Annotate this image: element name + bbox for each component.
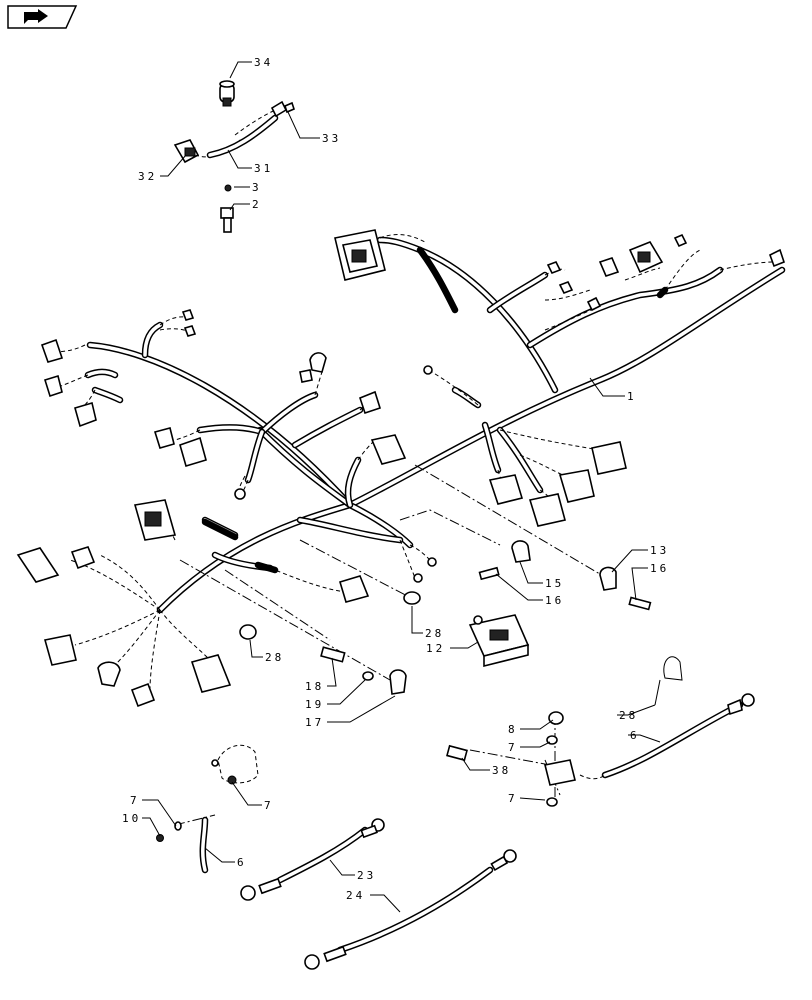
- tie-28-right[interactable]: [654, 656, 683, 706]
- fuse-holder-34[interactable]: [219, 80, 235, 107]
- hardware: [156, 246, 755, 970]
- callout-33[interactable]: 33: [322, 132, 341, 145]
- sub-harness-31: [173, 80, 295, 233]
- bolt-18[interactable]: [320, 646, 407, 695]
- terminal-right-end[interactable]: [546, 233, 785, 312]
- callout-24[interactable]: 24: [346, 889, 365, 902]
- callout-6-left[interactable]: 6: [237, 856, 247, 869]
- callout-34[interactable]: 34: [254, 56, 273, 69]
- callout-38[interactable]: 38: [492, 764, 511, 777]
- wire-sleeves: [201, 246, 459, 574]
- harness-connectors: [16, 229, 785, 708]
- switch-2[interactable]: [220, 207, 234, 233]
- main-harness: [84, 236, 786, 614]
- callout-3[interactable]: 3: [252, 181, 262, 194]
- tie-28-center[interactable]: [239, 591, 421, 640]
- callout-2[interactable]: 2: [252, 198, 262, 211]
- callout-18[interactable]: 18: [305, 680, 324, 693]
- callout-7-left[interactable]: 7: [130, 794, 140, 807]
- harness-6-right[interactable]: [446, 693, 755, 807]
- callout-1[interactable]: 1: [627, 390, 637, 403]
- large-connector-left[interactable]: [133, 499, 177, 541]
- callout-17[interactable]: 17: [305, 716, 324, 729]
- washer-3[interactable]: [224, 184, 232, 192]
- callout-13[interactable]: 13: [650, 544, 669, 557]
- callout-8[interactable]: 8: [508, 723, 518, 736]
- large-connector-top[interactable]: [334, 229, 386, 281]
- connector-lower-left-group[interactable]: [16, 546, 370, 708]
- terminal-33[interactable]: [270, 100, 295, 118]
- callout-28-left[interactable]: 28: [265, 651, 284, 664]
- assembly-lines: [174, 464, 611, 826]
- callout-31[interactable]: 31: [254, 162, 273, 175]
- callout-19[interactable]: 19: [305, 698, 324, 711]
- switch-12[interactable]: [468, 614, 530, 668]
- callout-28-center[interactable]: 28: [425, 627, 444, 640]
- battery-cable-24[interactable]: [304, 849, 517, 970]
- callout-32[interactable]: 32: [138, 170, 157, 183]
- callout-7-upper[interactable]: 7: [508, 741, 518, 754]
- connector-right-group[interactable]: [488, 441, 627, 527]
- connector-left-group[interactable]: [40, 309, 197, 428]
- return-arrow-icon[interactable]: [6, 4, 78, 30]
- callout-labels: 34 33 32 31 3 2 1 13 16 15 16 12 28 28 2…: [122, 56, 669, 902]
- callout-6-right[interactable]: 6: [630, 729, 640, 742]
- relay-connector[interactable]: [598, 241, 664, 277]
- clip-13[interactable]: [599, 566, 652, 611]
- callout-28-right[interactable]: 28: [619, 709, 638, 722]
- clip-15[interactable]: [478, 540, 531, 581]
- callout-15[interactable]: 15: [545, 577, 564, 590]
- callout-7-lower[interactable]: 7: [508, 792, 518, 805]
- callout-10[interactable]: 10: [122, 812, 141, 825]
- callout-16[interactable]: 16: [650, 562, 669, 575]
- callout-16-lower[interactable]: 16: [545, 594, 564, 607]
- ground-strap-6[interactable]: [156, 744, 259, 874]
- battery-cable-23[interactable]: [240, 818, 385, 901]
- connector-32[interactable]: [173, 139, 200, 164]
- callout-23[interactable]: 23: [357, 869, 376, 882]
- callout-12[interactable]: 12: [426, 642, 445, 655]
- connector-center-group[interactable]: [153, 352, 437, 583]
- callout-7-bracket[interactable]: 7: [264, 799, 274, 812]
- leader-lines: [142, 61, 661, 913]
